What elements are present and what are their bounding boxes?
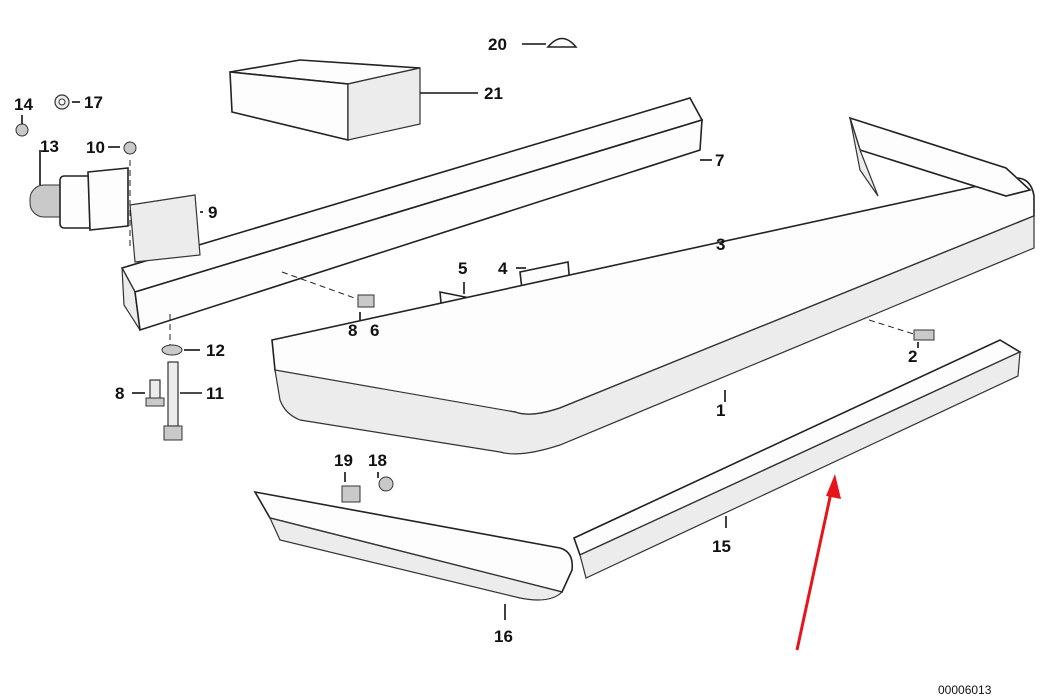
bolt-stack <box>132 344 202 441</box>
callout-16: 16 <box>494 627 513 646</box>
part-15-strip <box>573 339 1022 579</box>
callout-7: 7 <box>715 151 724 170</box>
callout-4: 4 <box>498 259 508 278</box>
callout-3: 3 <box>716 235 725 254</box>
callout-8-upper: 8 <box>348 321 357 340</box>
part-20-cap <box>522 37 578 48</box>
part-21-box <box>229 59 478 142</box>
callout-19: 19 <box>334 451 353 470</box>
callout-17: 17 <box>84 93 103 112</box>
callout-5: 5 <box>458 259 467 278</box>
callout-14: 14 <box>14 95 33 114</box>
part-1-bumper-cover <box>271 116 1035 455</box>
callout-15: 15 <box>712 537 731 556</box>
callout-11: 11 <box>206 384 224 403</box>
diagram-reference-number: 00006013 <box>938 683 992 697</box>
callout-18: 18 <box>368 451 387 470</box>
callout-12: 12 <box>206 341 225 360</box>
callout-1: 1 <box>716 401 725 420</box>
callout-20: 20 <box>488 35 507 54</box>
callout-9: 9 <box>208 203 217 222</box>
callout-2: 2 <box>908 347 917 366</box>
callout-8-lower: 8 <box>115 384 124 403</box>
bracket-assembly <box>15 94 203 350</box>
part-7-beam <box>120 97 712 332</box>
callout-21: 21 <box>484 84 503 103</box>
highlight-arrow <box>795 474 841 651</box>
part-18-19-fasteners <box>341 472 394 503</box>
callout-6: 6 <box>370 321 379 340</box>
part-16-moulding <box>253 490 574 620</box>
callout-10: 10 <box>86 138 105 157</box>
callout-13: 13 <box>40 137 59 156</box>
